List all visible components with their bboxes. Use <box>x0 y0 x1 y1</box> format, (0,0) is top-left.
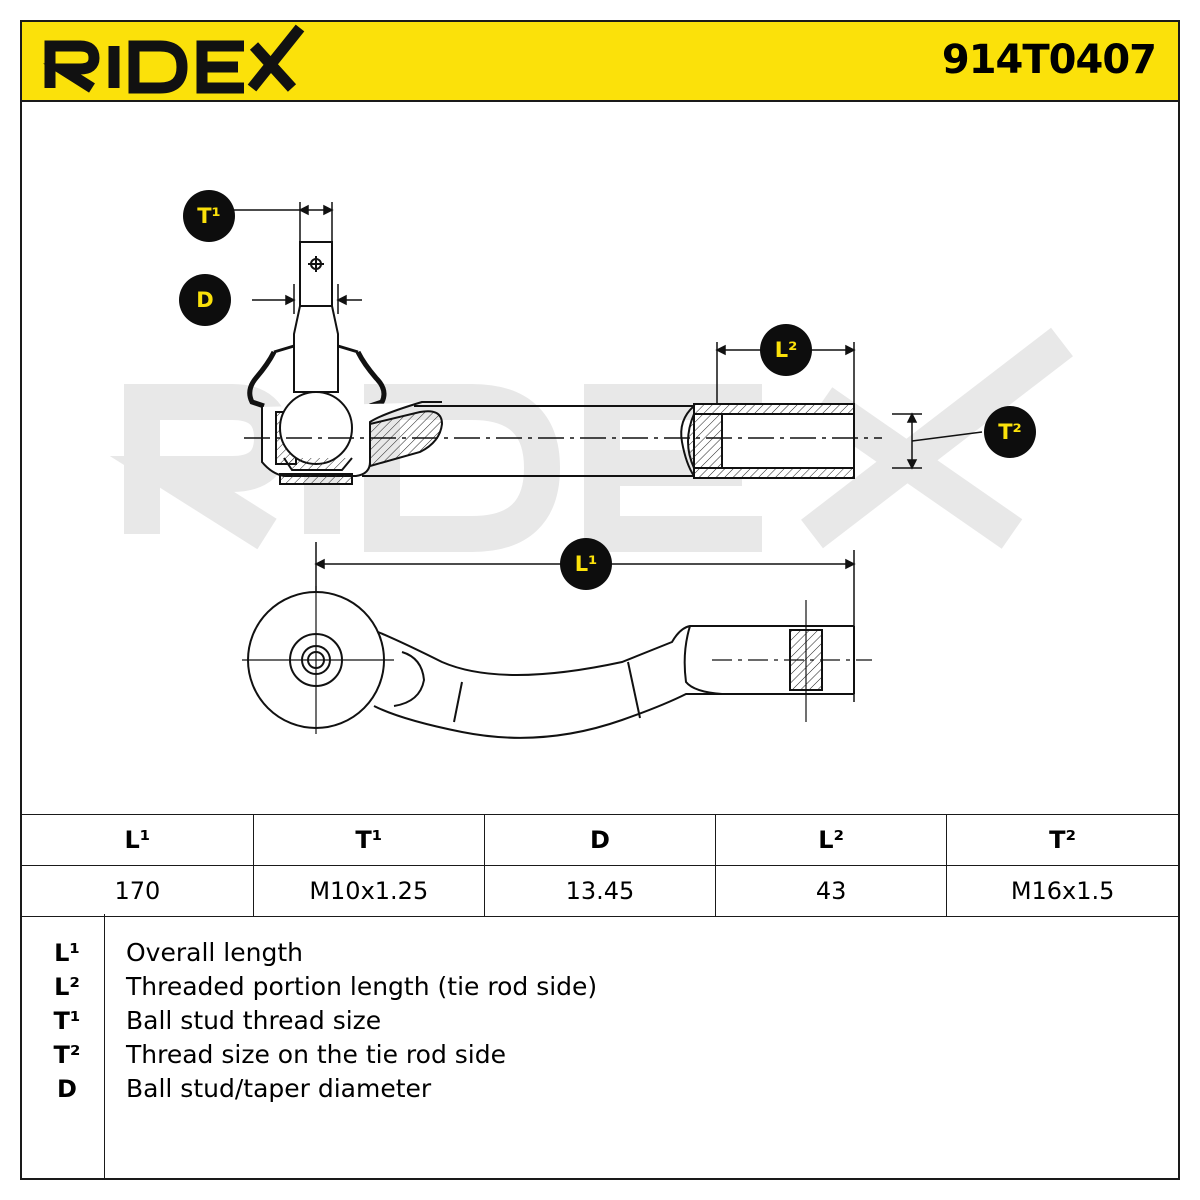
callout-d-label: D <box>196 288 214 312</box>
legend-item: L² Threaded portion length (tie rod side… <box>22 970 1178 1004</box>
tie-rod-end-drawing <box>109 202 1073 739</box>
legend-item: D Ball stud/taper diameter <box>22 1072 1178 1106</box>
spec-value-l1: 170 <box>22 865 254 917</box>
callout-t1-label: T¹ <box>197 204 221 228</box>
header-bar: 914T0407 <box>22 22 1178 102</box>
callout-l2: L² <box>760 324 812 376</box>
spec-value-t2: M16x1.5 <box>946 865 1178 917</box>
legend-item: T¹ Ball stud thread size <box>22 1004 1178 1038</box>
dimension-lines <box>232 202 983 702</box>
callout-l2-label: L² <box>774 338 798 362</box>
legend-description: Overall length <box>126 938 303 967</box>
legend-item: L¹ Overall length <box>22 936 1178 970</box>
callout-l1: L¹ <box>560 538 612 590</box>
callout-t2: T² <box>984 406 1036 458</box>
legend-symbol: T² <box>53 1041 81 1069</box>
spec-value-t1: M10x1.25 <box>252 865 485 917</box>
tie-rod-shaft <box>244 403 882 479</box>
legend-symbol: T¹ <box>53 1007 81 1035</box>
spec-value-l2: 43 <box>715 865 948 917</box>
callout-t1: T¹ <box>183 190 235 242</box>
spec-header-t1: T¹ <box>252 814 485 866</box>
callout-d: D <box>179 274 231 326</box>
ridex-logo <box>43 24 305 94</box>
legend: L¹ Overall length L² Threaded portion le… <box>22 914 1178 1180</box>
spec-table-header-row: L¹ T¹ D L² T² <box>22 814 1178 866</box>
spec-table: L¹ T¹ D L² T² 170 M10x1.25 13.45 43 M16x… <box>22 814 1178 917</box>
callout-t2-label: T² <box>998 420 1022 444</box>
legend-divider <box>104 914 105 1180</box>
ball-stud <box>247 241 444 485</box>
callout-l1-label: L¹ <box>574 552 598 576</box>
spec-value-d: 13.45 <box>483 865 717 917</box>
legend-description: Ball stud thread size <box>126 1006 382 1035</box>
spec-header-l1: L¹ <box>22 814 254 866</box>
legend-symbol: L² <box>54 973 80 1001</box>
legend-item: T² Thread size on the tie rod side <box>22 1038 1178 1072</box>
spec-table-value-row: 170 M10x1.25 13.45 43 M16x1.5 <box>22 865 1178 917</box>
part-number: 914T0407 <box>941 37 1157 83</box>
technical-drawing: T¹ D L² T² L¹ <box>22 102 1178 814</box>
bottom-view <box>242 586 872 739</box>
legend-description: Ball stud/taper diameter <box>126 1074 432 1103</box>
datasheet: 914T0407 <box>20 20 1180 1180</box>
legend-description: Threaded portion length (tie rod side) <box>126 972 598 1001</box>
spec-header-l2: L² <box>715 814 948 866</box>
legend-symbol: D <box>57 1075 77 1103</box>
legend-description: Thread size on the tie rod side <box>126 1040 506 1069</box>
spec-header-t2: T² <box>946 814 1178 866</box>
legend-symbol: L¹ <box>54 939 80 967</box>
spec-header-d: D <box>483 814 717 866</box>
